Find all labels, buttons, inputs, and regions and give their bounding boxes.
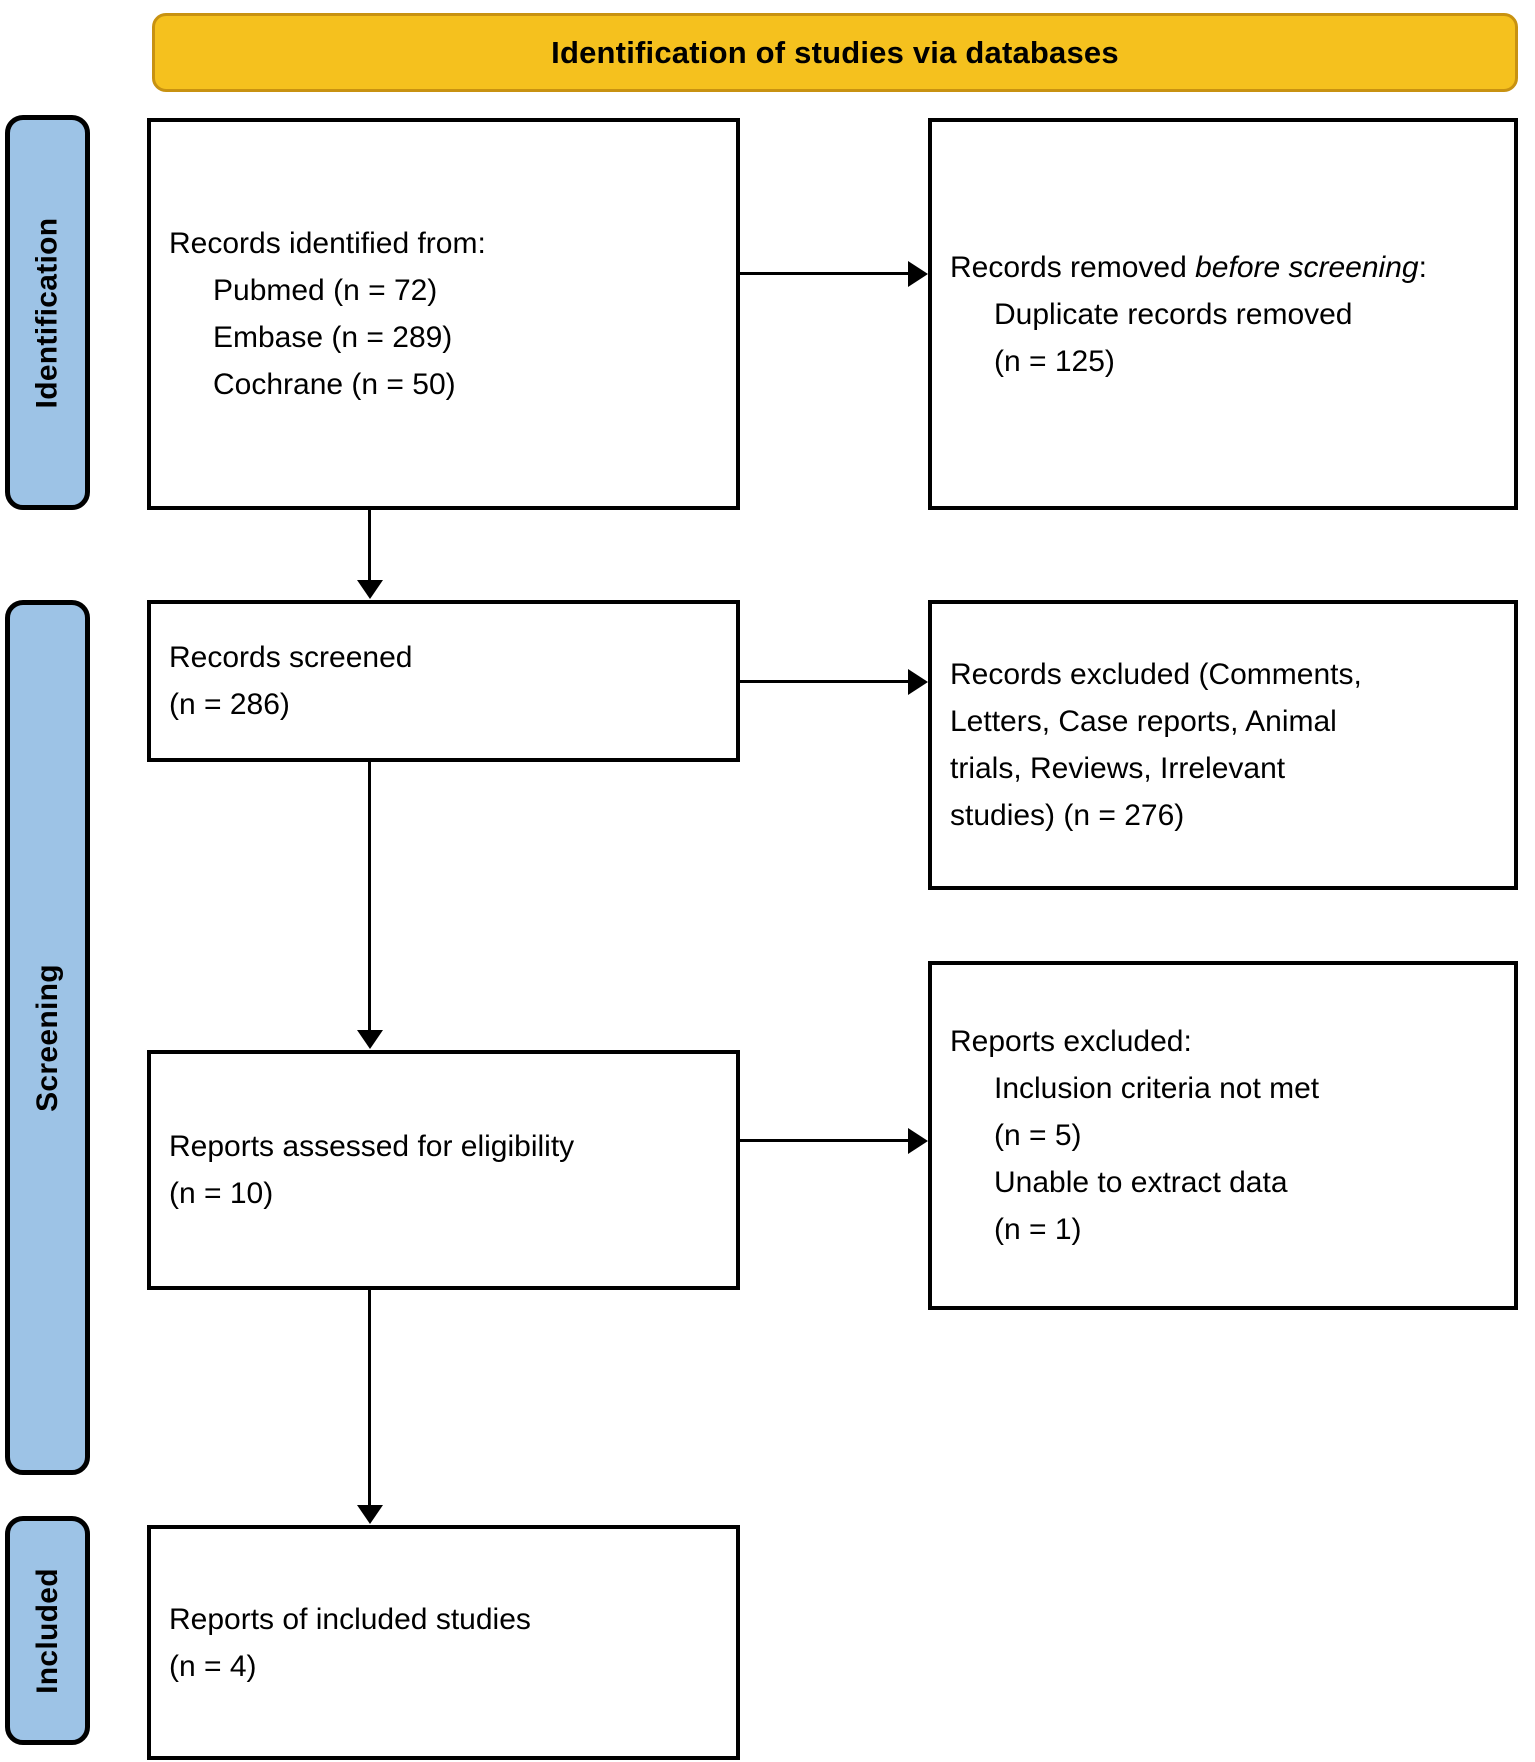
- records-removed-heading-plain: Records removed: [950, 250, 1196, 284]
- records-removed-heading-suffix: :: [1418, 250, 1427, 284]
- records-removed-heading: Records removed before screening:: [950, 244, 1496, 291]
- records-screened-heading: Records screened: [169, 641, 413, 674]
- stage-label-included: Included: [5, 1516, 90, 1745]
- reports-excluded-count-1: (n = 5): [994, 1119, 1082, 1152]
- box-records-removed-before-screening: Records removed before screening: Duplic…: [928, 118, 1518, 510]
- records-removed-heading-italic: before screening: [1195, 250, 1419, 284]
- box-reports-excluded: Reports excluded: Inclusion criteria not…: [928, 961, 1518, 1310]
- records-identified-source-cochrane: Cochrane (n = 50): [213, 368, 456, 401]
- records-excluded-line-4: studies) (n = 276): [950, 799, 1185, 832]
- arrow-eligibility-to-included: [368, 1290, 371, 1507]
- records-identified-source-pubmed: Pubmed (n = 72): [213, 274, 438, 307]
- records-identified-source-embase: Embase (n = 289): [213, 321, 453, 354]
- box-records-identified: Records identified from: Pubmed (n = 72)…: [147, 118, 740, 510]
- reports-assessed-heading: Reports assessed for eligibility: [169, 1130, 575, 1163]
- box-reports-of-included-studies: Reports of included studies (n = 4): [147, 1525, 740, 1760]
- reports-excluded-reason-2: Unable to extract data: [994, 1166, 1288, 1199]
- arrow-identified-to-screened: [368, 510, 371, 582]
- box-records-screened: Records screened (n = 286): [147, 600, 740, 762]
- records-removed-duplicates-label: Duplicate records removed: [994, 297, 1353, 331]
- reports-excluded-heading: Reports excluded:: [950, 1025, 1192, 1058]
- records-screened-count: (n = 286): [169, 688, 290, 721]
- stage-label-included-text: Included: [30, 1567, 64, 1694]
- arrow-screened-to-records-excluded: [740, 680, 910, 683]
- arrow-identified-to-removed: [740, 272, 910, 275]
- reports-excluded-count-2: (n = 1): [994, 1213, 1082, 1246]
- records-excluded-line-2: Letters, Case reports, Animal: [950, 705, 1337, 738]
- reports-included-heading: Reports of included studies: [169, 1602, 531, 1636]
- stage-label-screening: Screening: [5, 600, 90, 1475]
- diagram-title-banner: Identification of studies via databases: [152, 13, 1518, 92]
- reports-included-count: (n = 4): [169, 1649, 257, 1683]
- records-identified-heading: Records identified from:: [169, 227, 486, 260]
- stage-label-identification: Identification: [5, 115, 90, 510]
- records-excluded-line-3: trials, Reviews, Irrelevant: [950, 752, 1286, 785]
- stage-label-identification-text: Identification: [30, 217, 64, 408]
- arrow-eligibility-to-reports-excluded: [740, 1139, 910, 1142]
- box-records-excluded: Records excluded (Comments, Letters, Cas…: [928, 600, 1518, 890]
- reports-excluded-reason-1: Inclusion criteria not met: [994, 1072, 1320, 1105]
- records-excluded-line-1: Records excluded (Comments,: [950, 658, 1362, 691]
- records-removed-duplicates-count: (n = 125): [994, 344, 1115, 378]
- stage-label-screening-text: Screening: [30, 963, 64, 1112]
- page-title: Identification of studies via databases: [551, 34, 1119, 70]
- arrow-screened-to-eligibility: [368, 762, 371, 1032]
- reports-assessed-count: (n = 10): [169, 1177, 274, 1210]
- box-reports-assessed-for-eligibility: Reports assessed for eligibility (n = 10…: [147, 1050, 740, 1290]
